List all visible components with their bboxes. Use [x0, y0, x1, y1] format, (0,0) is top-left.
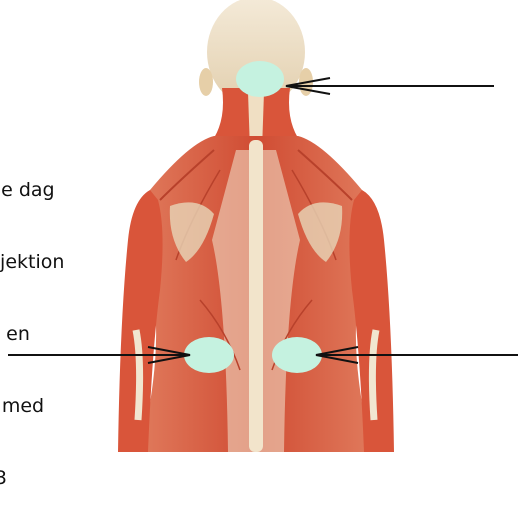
caption-line: r med — [0, 394, 64, 418]
caption-line: rje dag — [0, 178, 64, 202]
neck-arrow — [286, 78, 494, 94]
instruction-caption: rje dag pjektion 2 en r med -3 — [0, 130, 64, 514]
neck-target-spot — [236, 61, 284, 97]
right-lower-back-target-spot — [272, 337, 322, 373]
spine — [249, 140, 263, 452]
anatomy-figure — [0, 0, 520, 452]
caption-line: 2 en — [0, 322, 64, 346]
caption-line: pjektion — [0, 250, 64, 274]
caption-line: -3 — [0, 466, 64, 490]
left-lower-back-target-spot — [184, 337, 234, 373]
right-lower-back-arrow — [316, 347, 518, 363]
